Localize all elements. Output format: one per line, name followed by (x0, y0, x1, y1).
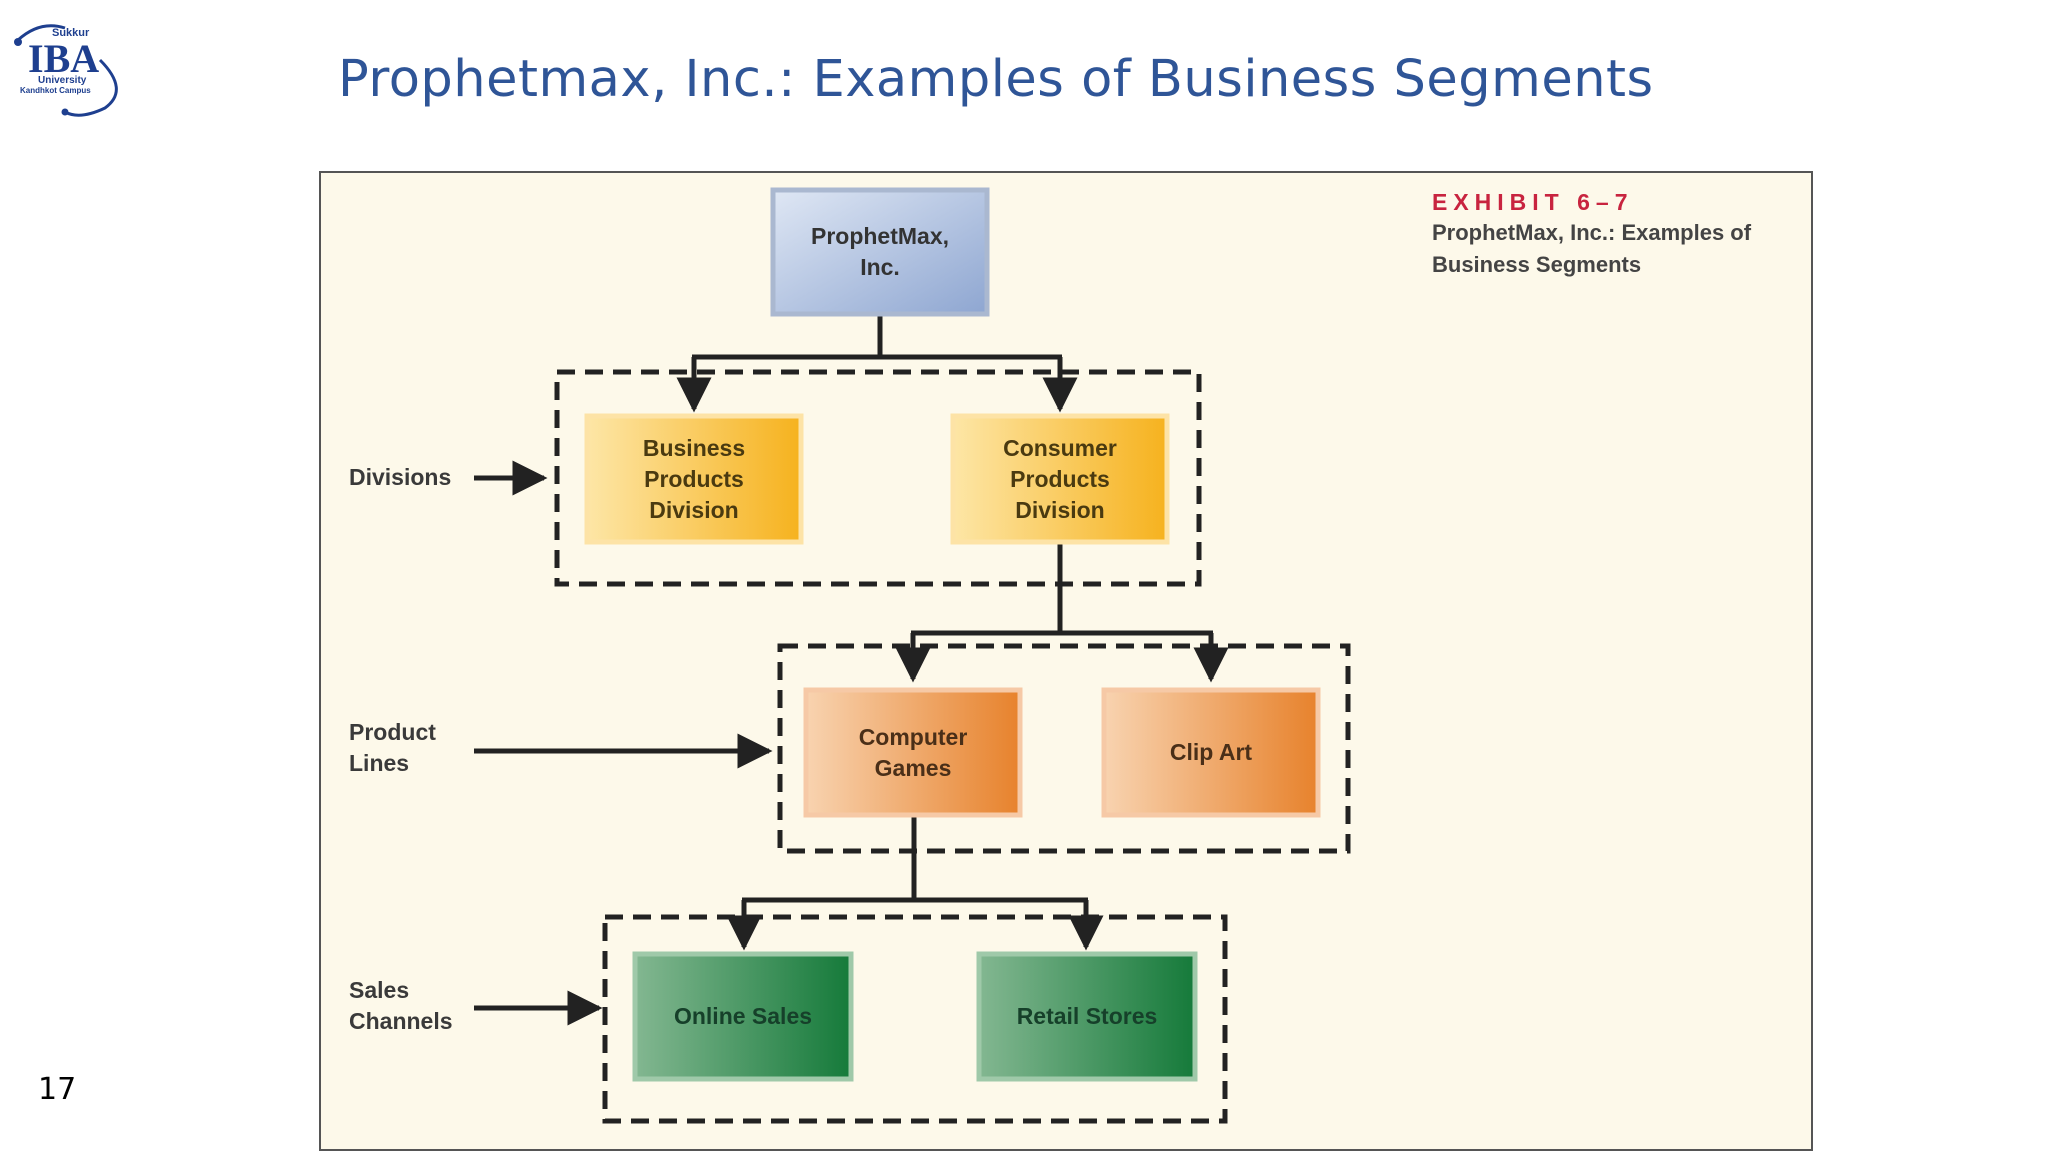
page-number: 17 (38, 1072, 77, 1107)
logo-line2: Kandhkot Campus (20, 86, 91, 95)
logo-main-text: IBA (28, 36, 99, 81)
logo-line1: University (38, 75, 87, 86)
online-sales-box (632, 951, 854, 1082)
logo-top-text: Sukkur (52, 27, 90, 39)
iba-logo: Sukkur IBA University Kandhkot Campus (10, 20, 130, 120)
online-sales-label: Online Sales (673, 1003, 813, 1029)
clip-art-label: Clip Art (1169, 739, 1253, 765)
divisions-side-label: Divisions (349, 464, 452, 490)
exhibit-caption: ProphetMax, Inc.: Examples of Business S… (1432, 220, 1752, 277)
consumer-division-box (950, 413, 1170, 545)
sales-channels-group (602, 914, 1228, 1124)
business-division-label: Business Products Division (642, 434, 746, 523)
product-lines-side-label: Product Lines (349, 719, 436, 776)
computer-games-box (803, 687, 1023, 818)
slide-title: Prophetmax, Inc.: Examples of Business S… (338, 50, 1654, 109)
retail-stores-label: Retail Stores (1016, 1003, 1158, 1029)
sales-channels-side-label: Sales Channels (349, 977, 453, 1034)
divisions-group (554, 369, 1202, 587)
business-division-box (584, 413, 804, 545)
clip-art-box (1101, 687, 1321, 818)
company-box (770, 187, 990, 317)
consumer-division-label: Consumer Products Division (1003, 434, 1117, 523)
company-label: ProphetMax, Inc. (810, 223, 950, 280)
retail-stores-box (976, 951, 1198, 1082)
computer-games-label: Computer Games (858, 723, 968, 781)
exhibit-diagram: ProphetMax, Inc. Business Products Divis… (319, 171, 1813, 1152)
product-lines-group (777, 643, 1351, 854)
exhibit-number: EXHIBIT 6–7 (1432, 189, 1634, 215)
